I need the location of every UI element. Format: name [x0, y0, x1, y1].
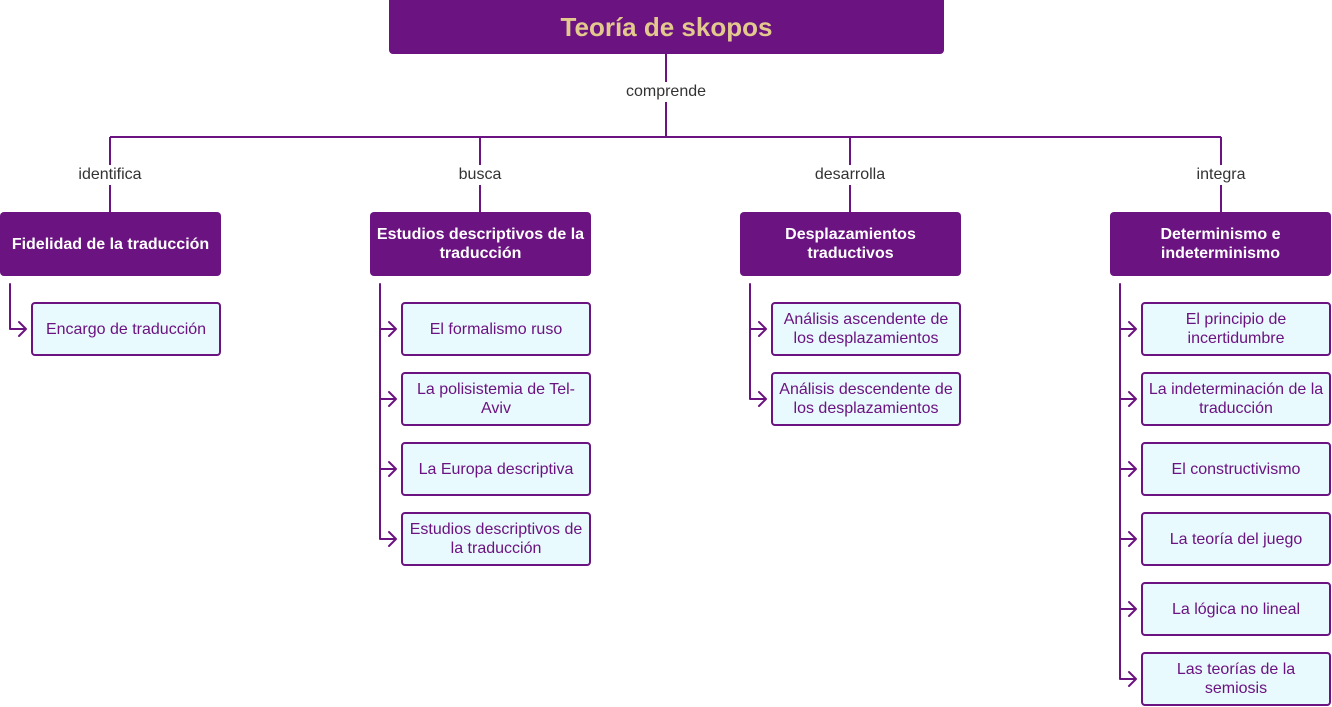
leaf-node: El constructivismo [1141, 442, 1331, 496]
connector-label-integra: integra [1194, 165, 1248, 185]
arrow-head-icon [1128, 531, 1137, 547]
leaf-node: Análisis ascendente de los desplazamient… [771, 302, 961, 356]
connector-label-busca: busca [456, 165, 504, 185]
arrow-head-icon [388, 531, 397, 547]
leaf-node: La polisistemia de Tel-Aviv [401, 372, 591, 426]
connector-label-identifica: identifica [76, 165, 144, 185]
leaf-node: Las teorías de la semiosis [1141, 652, 1331, 706]
root-connector-label: comprende [623, 82, 709, 102]
leaf-node: La teoría del juego [1141, 512, 1331, 566]
arrow-head-icon [1128, 321, 1137, 337]
arrow-head-icon [1128, 461, 1137, 477]
arrow-head-icon [1128, 601, 1137, 617]
arrow-head-icon [758, 321, 767, 337]
leaf-node: Estudios descriptivos de la traducción [401, 512, 591, 566]
leaf-node: El formalismo ruso [401, 302, 591, 356]
leaf-node: La indeterminación de la traducción [1141, 372, 1331, 426]
leaf-node: La Europa descriptiva [401, 442, 591, 496]
arrow-head-icon [388, 461, 397, 477]
arrow-head-icon [1128, 391, 1137, 407]
arrow-head-icon [1128, 671, 1137, 687]
branch-node-determinismo: Determinismo e indeterminismo [1110, 212, 1331, 276]
leaf-node: Encargo de traducción [31, 302, 221, 356]
branch-node-fidelidad: Fidelidad de la traducción [0, 212, 221, 276]
leaf-node: La lógica no lineal [1141, 582, 1331, 636]
leaf-node: Análisis descendente de los desplazamien… [771, 372, 961, 426]
arrow-head-icon [758, 391, 767, 407]
leaf-node: El principio de incertidumbre [1141, 302, 1331, 356]
branch-node-estudios-descriptivos: Estudios descriptivos de la traducción [370, 212, 591, 276]
diagram-title: Teoría de skopos [389, 0, 944, 54]
arrow-head-icon [388, 391, 397, 407]
arrow-head-icon [388, 321, 397, 337]
arrow-head-icon [18, 321, 27, 337]
branch-node-desplazamientos: Desplazamientos traductivos [740, 212, 961, 276]
connector-label-desarrolla: desarrolla [812, 165, 888, 185]
